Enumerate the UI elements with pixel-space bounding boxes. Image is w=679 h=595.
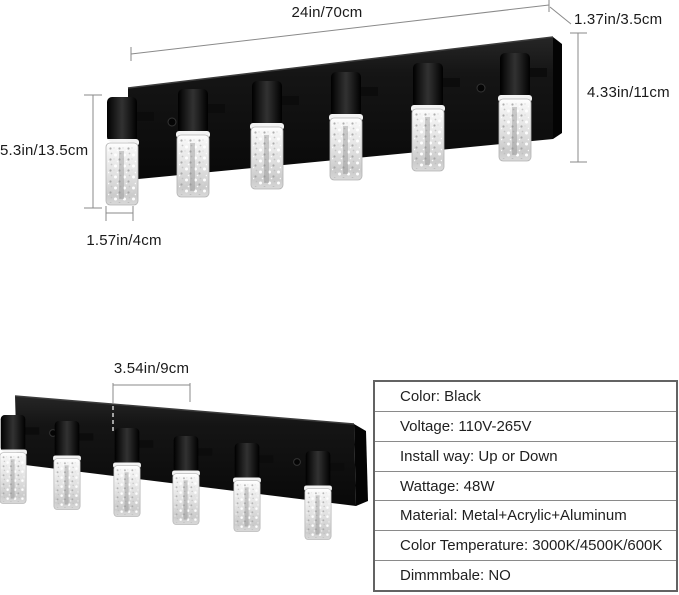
spec-table: Color: Black Voltage: 110V-265V Install … xyxy=(373,380,678,592)
spec-row-material: Material: Metal+Acrylic+Aluminum xyxy=(375,500,676,530)
vanity-light-bottom-view xyxy=(0,395,368,540)
spec-row-voltage: Voltage: 110V-265V xyxy=(375,410,676,441)
spec-row-color-temperature: Color Temperature: 3000K/4500K/600K xyxy=(375,530,676,560)
light-spacing-dimension: 3.54in/9cm xyxy=(113,360,190,377)
light-height-dimension: 5.3in/13.5cm xyxy=(0,142,89,159)
backplate-depth-dimension: 1.37in/3.5cm xyxy=(574,11,663,28)
light-diameter-dimension: 1.57in/4cm xyxy=(86,232,162,249)
spec-row-install-way: Install way: Up or Down xyxy=(375,440,676,471)
spec-row-wattage: Wattage: 48W xyxy=(375,470,676,501)
fixture-width-dimension: 24in/70cm xyxy=(291,4,363,21)
backplate-height-dimension: 4.33in/11cm xyxy=(587,84,670,101)
spec-row-color: Color: Black xyxy=(400,387,481,405)
vanity-light-top-view xyxy=(104,36,562,206)
spec-row-dimmable: Dimmmbale: NO xyxy=(375,560,676,590)
